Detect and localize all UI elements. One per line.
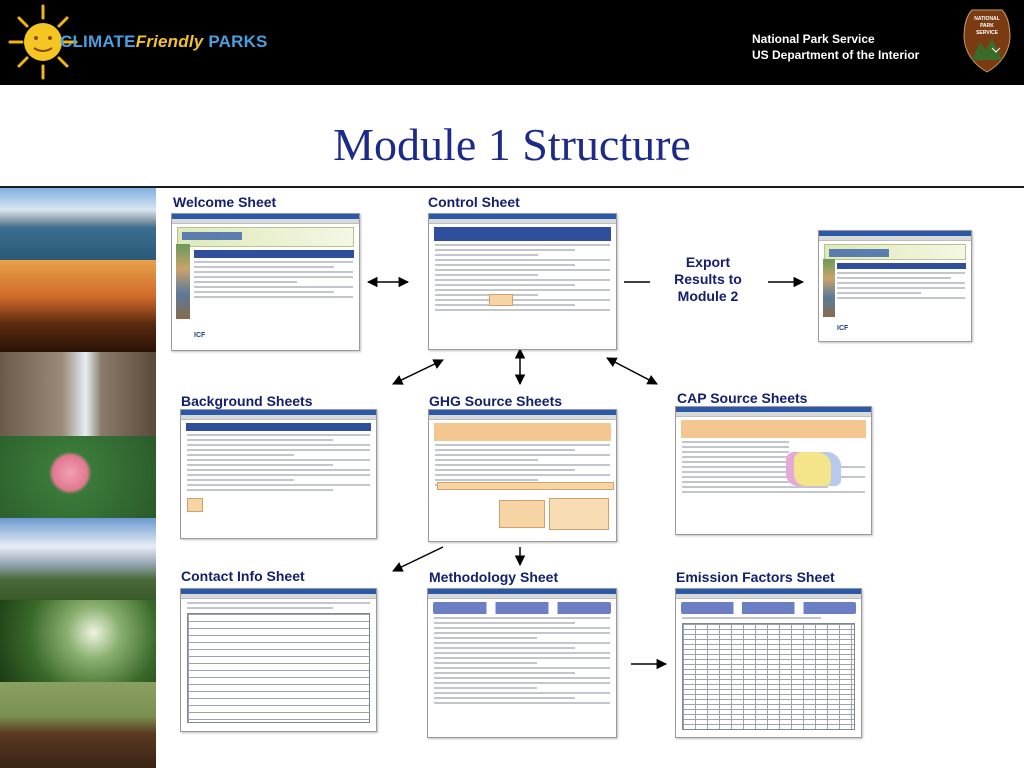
- ghg-source-sheets-thumbnail: [428, 409, 617, 542]
- contact-info-sheet-label: Contact Info Sheet: [181, 568, 305, 584]
- snowy-mountain-photo: [0, 518, 156, 600]
- photo-strip: [0, 188, 156, 768]
- arrow-ghg-contact: [392, 546, 444, 572]
- welcome-sheet-label: Welcome Sheet: [173, 194, 277, 210]
- brand-friendly: Friendly: [135, 32, 204, 51]
- background-sheets-label: Background Sheets: [181, 393, 313, 409]
- cap-source-sheets-label: CAP Source Sheets: [677, 390, 808, 406]
- icf-logo: ICF: [194, 332, 206, 339]
- sunset-forest-photo: [0, 260, 156, 352]
- export-results-label: Export Results to Module 2: [674, 254, 742, 304]
- control-sheet-thumbnail: [428, 213, 617, 350]
- sun-logo-icon: [8, 4, 78, 80]
- methodology-sheet-label: Methodology Sheet: [429, 569, 559, 585]
- contact-info-sheet-thumbnail: [180, 588, 377, 732]
- nps-arrowhead-logo: NATIONAL PARK SERVICE: [963, 9, 1011, 73]
- badge-text-national: NATIONAL: [974, 16, 999, 22]
- emission-factors-sheet-label: Emission Factors Sheet: [676, 569, 835, 585]
- emission-factors-sheet-thumbnail: [675, 588, 862, 738]
- cap-source-sheets-thumbnail: [675, 406, 872, 535]
- flower-photo: [0, 436, 156, 518]
- badge-text-park: PARK: [980, 23, 994, 29]
- module-2-welcome-thumbnail: ICF: [818, 230, 972, 342]
- background-sheets-thumbnail: [180, 409, 377, 539]
- arrow-control-background: [392, 359, 444, 385]
- climate-friendly-parks-logo: CLIMATEFriendly PARKS: [60, 32, 268, 52]
- icf-logo-2: ICF: [837, 325, 849, 332]
- us-map: [786, 452, 841, 486]
- brand-parks: PARKS: [203, 32, 268, 51]
- badge-text-service: SERVICE: [976, 30, 999, 36]
- brand-climate: CLIMATE: [60, 32, 136, 51]
- welcome-sheet-thumbnail: ICF: [171, 213, 360, 351]
- page-title: Module 1 Structure: [333, 119, 691, 170]
- mountain-lake-photo: [0, 188, 156, 260]
- control-sheet-label: Control Sheet: [428, 194, 520, 210]
- organization-block: National Park Service US Department of t…: [752, 31, 919, 63]
- org-name: National Park Service: [752, 32, 875, 46]
- org-department: US Department of the Interior: [752, 48, 920, 62]
- tree-canopy-photo: [0, 600, 156, 682]
- header-bar: CLIMATEFriendly PARKS National Park Serv…: [0, 0, 1024, 85]
- bison-photo: [0, 682, 156, 768]
- waterfall-photo: [0, 352, 156, 436]
- ghg-source-sheets-label: GHG Source Sheets: [429, 393, 563, 409]
- title-divider: [0, 186, 1024, 188]
- arrow-control-cap: [606, 357, 658, 385]
- methodology-sheet-thumbnail: [427, 588, 617, 738]
